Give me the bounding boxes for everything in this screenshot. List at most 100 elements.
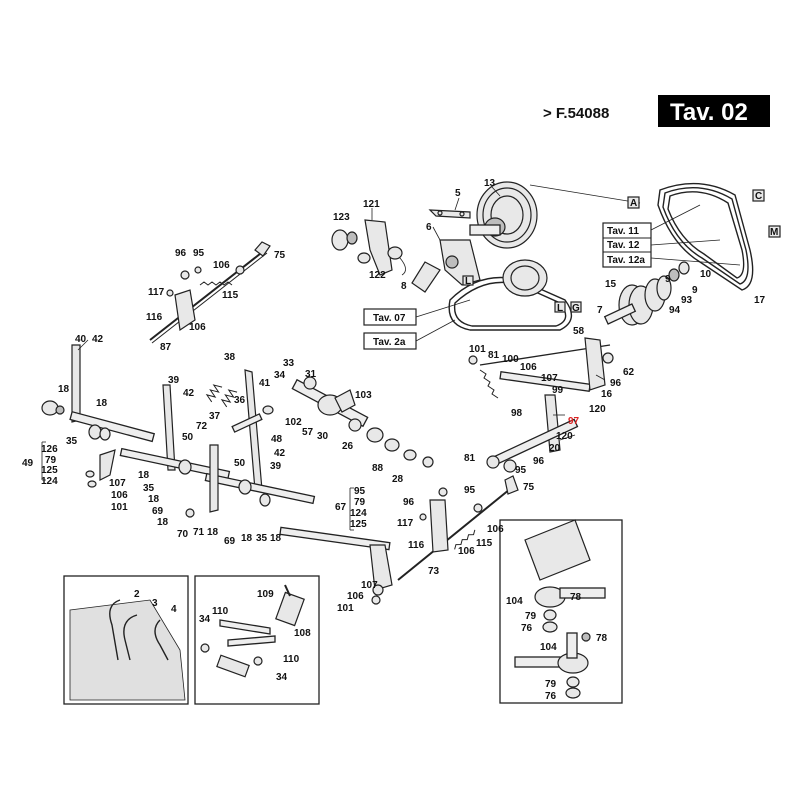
part-label[interactable]: 30	[317, 431, 329, 442]
cross-ref-tav11[interactable]: Tav. 11	[607, 226, 639, 237]
part-label[interactable]: 106	[111, 490, 128, 501]
part-label[interactable]: 98	[511, 408, 523, 419]
part-label[interactable]: 115	[476, 538, 493, 549]
cross-ref-tav2a[interactable]: Tav. 2a	[373, 337, 406, 348]
part-label[interactable]: 48	[271, 434, 283, 445]
part-label[interactable]: 104	[506, 596, 523, 607]
part-label[interactable]: 96	[175, 248, 187, 259]
part-label[interactable]: 79	[354, 497, 366, 508]
part-label[interactable]: 97	[568, 416, 580, 427]
part-label[interactable]: 107	[109, 478, 126, 489]
part-label[interactable]: 69	[152, 506, 164, 517]
part-label[interactable]: 95	[464, 485, 476, 496]
part-label[interactable]: 121	[363, 199, 380, 210]
part-label[interactable]: 9	[665, 274, 671, 285]
part-label[interactable]: 37	[209, 411, 221, 422]
part-label[interactable]: 106	[458, 546, 475, 557]
part-label[interactable]: 100	[502, 354, 519, 365]
part-label[interactable]: 125	[350, 519, 367, 530]
part-label[interactable]: 67	[335, 502, 347, 513]
part-label[interactable]: 79	[525, 611, 537, 622]
part-label[interactable]: 28	[392, 474, 404, 485]
part-label[interactable]: 16	[601, 389, 613, 400]
part-label[interactable]: 34	[276, 672, 288, 683]
part-label[interactable]: 33	[283, 358, 295, 369]
part-label[interactable]: 78	[570, 592, 582, 603]
part-label[interactable]: 18	[241, 533, 253, 544]
part-label[interactable]: 101	[111, 502, 128, 513]
part-label[interactable]: 101	[469, 344, 486, 355]
part-label[interactable]: 110	[212, 606, 229, 617]
part-label[interactable]: 35	[66, 436, 78, 447]
part-label[interactable]: 124	[350, 508, 367, 519]
part-label[interactable]: 15	[605, 279, 617, 290]
part-label[interactable]: 115	[222, 290, 239, 301]
part-label[interactable]: 109	[257, 589, 274, 600]
part-label[interactable]: 75	[523, 482, 535, 493]
part-label[interactable]: 95	[354, 486, 366, 497]
part-label[interactable]: 106	[347, 591, 364, 602]
part-label[interactable]: 9	[692, 285, 698, 296]
part-label[interactable]: 103	[355, 390, 372, 401]
part-label[interactable]: 120	[589, 404, 606, 415]
part-label[interactable]: 62	[623, 367, 635, 378]
part-label[interactable]: 34	[274, 370, 286, 381]
part-label[interactable]: 7	[597, 305, 603, 316]
cross-ref-tav12[interactable]: Tav. 12	[607, 240, 640, 251]
part-label[interactable]: 120	[556, 431, 573, 442]
part-label[interactable]: 107	[361, 580, 378, 591]
part-label[interactable]: 49	[22, 458, 34, 469]
part-label[interactable]: 71	[193, 527, 205, 538]
part-label[interactable]: 96	[610, 378, 622, 389]
part-label[interactable]: 75	[274, 250, 286, 261]
part-label[interactable]: 73	[428, 566, 440, 577]
part-label[interactable]: 78	[596, 633, 608, 644]
part-label[interactable]: 26	[342, 441, 354, 452]
part-label[interactable]: 106	[487, 524, 504, 535]
cross-ref-tav12a[interactable]: Tav. 12a	[607, 255, 645, 266]
part-label[interactable]: 50	[182, 432, 194, 443]
part-label[interactable]: 88	[372, 463, 384, 474]
part-label[interactable]: 42	[92, 334, 104, 345]
part-label[interactable]: 99	[552, 385, 564, 396]
cross-ref-tav07[interactable]: Tav. 07	[373, 313, 406, 324]
part-label[interactable]: 18	[138, 470, 150, 481]
part-label[interactable]: 76	[545, 691, 557, 702]
part-label[interactable]: 104	[540, 642, 557, 653]
part-label[interactable]: 17	[754, 295, 766, 306]
part-label[interactable]: 72	[196, 421, 208, 432]
part-label[interactable]: 124	[41, 476, 58, 487]
part-label[interactable]: 41	[259, 378, 271, 389]
part-label[interactable]: 34	[199, 614, 211, 625]
part-label[interactable]: 31	[305, 369, 317, 380]
part-label[interactable]: 13	[484, 178, 496, 189]
part-label[interactable]: 42	[274, 448, 286, 459]
part-label[interactable]: 117	[397, 518, 414, 529]
part-label[interactable]: 35	[143, 483, 155, 494]
part-label[interactable]: 125	[41, 465, 58, 476]
part-label[interactable]: 126	[41, 444, 58, 455]
part-label[interactable]: 96	[403, 497, 415, 508]
part-label[interactable]: 3	[152, 598, 158, 609]
part-label[interactable]: 18	[207, 527, 219, 538]
part-label[interactable]: 106	[213, 260, 230, 271]
part-label[interactable]: 96	[533, 456, 545, 467]
part-label[interactable]: 93	[681, 295, 693, 306]
part-label[interactable]: 18	[96, 398, 108, 409]
part-label[interactable]: 20	[549, 443, 561, 454]
part-label[interactable]: 35	[256, 533, 268, 544]
part-label[interactable]: 122	[369, 270, 386, 281]
part-label[interactable]: 6	[426, 222, 432, 233]
part-label[interactable]: 4	[171, 604, 177, 615]
part-label[interactable]: 81	[488, 350, 500, 361]
part-label[interactable]: 79	[45, 455, 57, 466]
part-label[interactable]: 123	[333, 212, 350, 223]
part-label[interactable]: 57	[302, 427, 314, 438]
part-label[interactable]: 81	[464, 453, 476, 464]
part-label[interactable]: 18	[270, 533, 282, 544]
part-label[interactable]: 107	[541, 373, 558, 384]
part-label[interactable]: 116	[408, 540, 425, 551]
part-label[interactable]: 70	[177, 529, 189, 540]
part-label[interactable]: 106	[189, 322, 206, 333]
part-label[interactable]: 76	[521, 623, 533, 634]
